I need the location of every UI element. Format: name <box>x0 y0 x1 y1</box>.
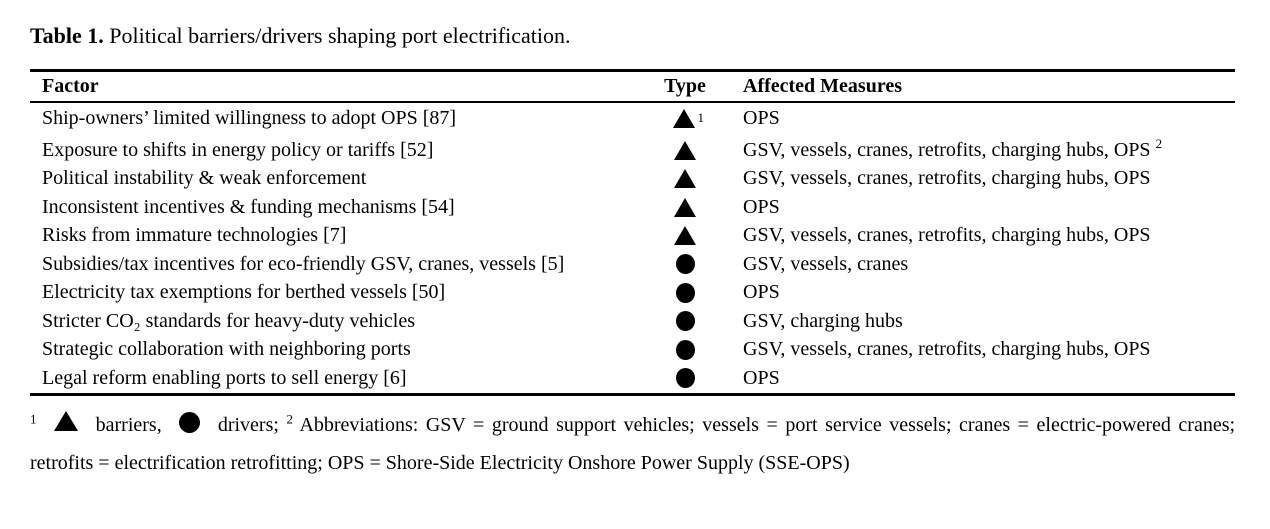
column-header-factor: Factor <box>42 75 99 97</box>
type-cell <box>640 169 730 189</box>
footnote-marker: 1 <box>697 109 705 125</box>
measures-cell: OPS <box>743 106 780 129</box>
table-row: Electricity tax exemptions for berthed v… <box>30 279 1235 308</box>
table-row: Political instability & weak enforcement… <box>30 165 1235 194</box>
footnote-barriers-label: barriers, <box>95 413 162 436</box>
type-cell <box>640 197 730 217</box>
measures-cell: OPS <box>743 366 780 389</box>
type-cell <box>640 368 730 389</box>
factor-cell: Inconsistent incentives & funding mechan… <box>42 195 455 218</box>
table-caption-label: Table 1. <box>30 23 104 48</box>
factor-cell: Strategic collaboration with neighboring… <box>42 338 411 361</box>
type-cell <box>640 226 730 246</box>
table-row: Risks from immature technologies [7] GSV,… <box>30 222 1235 251</box>
factor-cell: Legal reform enabling ports to sell ener… <box>42 366 407 389</box>
table-row: Inconsistent incentives & funding mechan… <box>30 193 1235 222</box>
circle-icon <box>675 282 695 303</box>
table-row: Stricter CO₂ standards for heavy-duty ve… <box>30 307 1235 336</box>
table-row: Legal reform enabling ports to sell ener… <box>30 364 1235 393</box>
table-caption: Table 1. Political barriers/drivers shap… <box>30 22 1235 50</box>
table-caption-text: Political barriers/drivers shaping port … <box>109 23 571 48</box>
table-row: Exposure to shifts in energy policy or t… <box>30 136 1235 165</box>
triangle-up-icon <box>672 108 695 128</box>
table-header-row: Factor Type Affected Measures <box>30 72 1235 103</box>
type-cell <box>640 282 730 303</box>
type-cell <box>640 140 730 160</box>
triangle-up-icon <box>674 140 696 160</box>
circle-icon <box>675 368 695 389</box>
triangle-up-icon <box>674 226 696 246</box>
table-row: Subsidies/tax incentives for eco-friendl… <box>30 250 1235 279</box>
measures-cell: GSV, charging hubs <box>743 309 903 332</box>
measures-cell: GSV, vessels, cranes <box>743 252 909 275</box>
footnote-marker: 2 <box>1155 136 1163 152</box>
type-cell <box>640 254 730 275</box>
measures-cell: OPS <box>743 195 780 218</box>
factor-cell: Risks from immature technologies [7] <box>42 224 347 247</box>
triangle-up-icon <box>54 410 79 431</box>
measures-cell: GSV, vessels, cranes, retrofits, chargin… <box>743 167 1151 190</box>
type-cell: 1 <box>640 108 730 128</box>
triangle-up-icon <box>674 169 696 189</box>
factor-cell: Subsidies/tax incentives for eco-friendl… <box>42 252 565 275</box>
measures-cell: GSV, vessels, cranes, retrofits, chargin… <box>743 338 1151 361</box>
circle-icon <box>675 311 695 332</box>
column-header-type: Type <box>664 75 706 97</box>
measures-cell: GSV, vessels, cranes, retrofits, chargin… <box>743 136 1163 161</box>
triangle-up-icon <box>674 197 696 217</box>
table-row: Strategic collaboration with neighboring… <box>30 336 1235 365</box>
page: Table 1. Political barriers/drivers shap… <box>30 22 1235 482</box>
footnote-drivers-label: drivers; <box>217 413 279 436</box>
factor-cell: Exposure to shifts in energy policy or t… <box>42 138 434 161</box>
table-row: Ship-owners’ limited willingness to adop… <box>30 103 1235 136</box>
footnote-marker-1: 1 <box>30 410 37 426</box>
table: Factor Type Affected Measures Ship-owner… <box>30 69 1235 396</box>
measures-cell: GSV, vessels, cranes, retrofits, chargin… <box>743 224 1151 247</box>
factor-cell: Ship-owners’ limited willingness to adop… <box>42 106 457 129</box>
circle-icon <box>675 339 695 360</box>
measures-cell: OPS <box>743 281 780 304</box>
footnote-abbreviations: Abbreviations: GSV = ground support vehi… <box>30 413 1236 474</box>
type-cell <box>640 311 730 332</box>
circle-icon <box>675 254 695 275</box>
type-cell <box>640 339 730 360</box>
circle-icon <box>179 411 201 433</box>
table-rows: Ship-owners’ limited willingness to adop… <box>30 103 1235 393</box>
factor-cell: Political instability & weak enforcement <box>42 167 367 190</box>
column-header-measures: Affected Measures <box>743 75 903 97</box>
factor-cell: Stricter CO₂ standards for heavy-duty ve… <box>42 309 415 332</box>
footnote: 1 barriers, drivers; 2 Abbreviations: GS… <box>30 406 1235 482</box>
footnote-marker-2: 2 <box>286 410 293 426</box>
factor-cell: Electricity tax exemptions for berthed v… <box>42 281 446 304</box>
